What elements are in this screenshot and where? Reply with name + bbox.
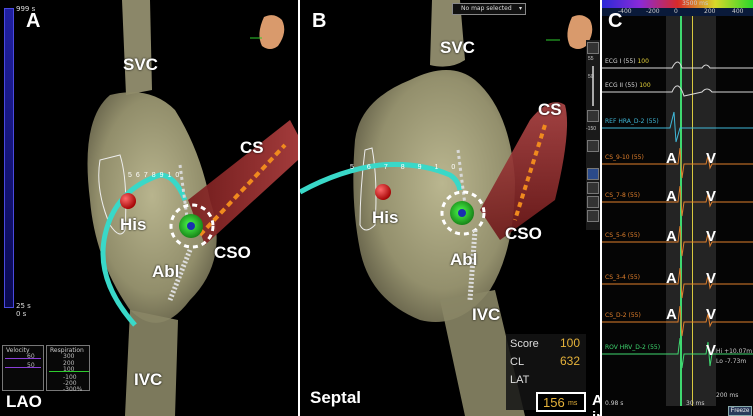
av-window-shade bbox=[666, 16, 716, 406]
label-abl-a: Abl bbox=[152, 262, 180, 281]
toolbar-button-6[interactable] bbox=[587, 196, 599, 208]
label-abl-b: Abl bbox=[450, 250, 478, 269]
label-cso-a: CSO bbox=[214, 243, 251, 262]
anatomy-3d-render-septal bbox=[300, 0, 593, 416]
bottom-time-right: 200 ms bbox=[716, 392, 739, 399]
label-his-a: His bbox=[120, 215, 147, 234]
zoom-slider[interactable] bbox=[592, 66, 594, 106]
marker-a-2: A bbox=[666, 188, 677, 205]
channel-cs-3-4: CS_3-4 (55) bbox=[605, 274, 641, 281]
toolbar-button-2[interactable] bbox=[587, 110, 599, 122]
marker-v-4: V bbox=[706, 270, 717, 287]
label-svc-a: SVC bbox=[123, 55, 158, 74]
toolbar-button-4[interactable] bbox=[587, 168, 599, 180]
timing-cursor-green bbox=[680, 16, 682, 406]
label-his-b: His bbox=[372, 208, 399, 227]
av-interval-label: AV interval bbox=[592, 392, 600, 416]
channel-ref-hra: REF HRA_D-2 (55) bbox=[605, 118, 659, 125]
channel-ecg-i: ECG I (55) 100 bbox=[605, 58, 649, 65]
lat-value: 156 bbox=[543, 395, 565, 410]
time-scale-header: -400 -200 0 200 400 bbox=[602, 8, 753, 16]
bottom-time-mid: 30 ms bbox=[686, 400, 705, 407]
channel-ecg-ii: ECG II (55) 100 bbox=[605, 82, 651, 89]
timing-cursor-yellow bbox=[692, 16, 693, 406]
channel-cs-d-2: CS_D-2 (55) bbox=[605, 312, 641, 319]
divider-ab bbox=[298, 0, 300, 416]
view-label-septal: Septal bbox=[310, 388, 362, 407]
panel-a-lao-view: A 999 s 25 s 0 s SVC CS His Abl CSO IVC … bbox=[0, 0, 298, 416]
catheter-numbers-a: 5678910 bbox=[128, 172, 184, 179]
lat-unit: ms bbox=[568, 400, 578, 407]
label-ivc-b: IVC bbox=[472, 305, 501, 324]
score-value: 100 bbox=[559, 336, 580, 350]
panel-b-septal-view: B No map selected ▾ 55 50 -150 SVC CS Hi… bbox=[300, 0, 600, 416]
scale-top-label: 999 s bbox=[16, 5, 36, 13]
channel-cs-9-10: CS_9-10 (55) bbox=[605, 154, 644, 161]
toolbar-button-7[interactable] bbox=[587, 210, 599, 222]
toolbar-button-1[interactable] bbox=[587, 42, 599, 54]
cl-label: CL bbox=[510, 356, 525, 368]
marker-v-3: V bbox=[706, 228, 717, 245]
lat-label: LAT bbox=[510, 374, 530, 386]
panel-letter-c: C bbox=[608, 10, 623, 32]
scale-mid-label: 25 s bbox=[16, 302, 31, 310]
marker-a-4: A bbox=[666, 270, 677, 287]
cl-value: 632 bbox=[559, 354, 580, 368]
velocity-panel: Velocity 60 50 bbox=[2, 345, 44, 391]
label-cs-a: CS bbox=[240, 138, 264, 157]
panel-c-egm-traces: -400 -200 0 200 400 3500 ms ECG I (55) 1… bbox=[602, 0, 753, 416]
bottom-time-left: 0.98 s bbox=[605, 400, 624, 407]
label-cso-b: CSO bbox=[505, 224, 542, 243]
top-ms-label: 3500 ms bbox=[682, 0, 709, 7]
catheter-numbers-b: 5678910 bbox=[350, 164, 469, 171]
lo-label: Lo -7.73m bbox=[716, 358, 747, 365]
label-cs-b: CS bbox=[538, 100, 562, 119]
marker-v-5: V bbox=[706, 306, 717, 323]
marker-a-1: A bbox=[666, 150, 677, 167]
anatomy-3d-render-lao bbox=[87, 0, 298, 416]
view-label-lao: LAO bbox=[6, 392, 42, 411]
toolbar-button-3[interactable] bbox=[587, 140, 599, 152]
channel-cs-7-8: CS_7-8 (55) bbox=[605, 192, 641, 199]
respiration-panel: Respiration 300 200 100 -100 -200 -300% bbox=[46, 345, 90, 393]
toolbar-button-5[interactable] bbox=[587, 182, 599, 194]
color-scale-strip bbox=[602, 0, 753, 8]
panel-letter-b: B bbox=[312, 10, 327, 32]
marker-v-6: V bbox=[706, 342, 717, 359]
view-toolbar: 55 50 -150 bbox=[586, 40, 600, 230]
label-svc-b: SVC bbox=[440, 38, 475, 57]
marker-a-5: A bbox=[666, 306, 677, 323]
panel-letter-a: A bbox=[26, 10, 41, 32]
divider-bc bbox=[600, 0, 602, 416]
time-scale-bar bbox=[4, 8, 14, 308]
marker-v-2: V bbox=[706, 188, 717, 205]
scale-bottom-label: 0 s bbox=[16, 310, 27, 318]
channel-rov-hrv: ROV HRV_D-2 (55) bbox=[605, 344, 661, 351]
score-label: Score bbox=[510, 338, 539, 350]
freeze-button[interactable]: Freeze bbox=[728, 406, 752, 416]
marker-a-3: A bbox=[666, 228, 677, 245]
egm-waveforms bbox=[602, 61, 753, 369]
hi-label: Hi +10.07m bbox=[716, 348, 753, 355]
lat-highlight-box: 156 ms bbox=[536, 392, 586, 412]
marker-v-1: V bbox=[706, 150, 717, 167]
map-select-dropdown[interactable]: No map selected ▾ bbox=[452, 3, 526, 15]
label-ivc-a: IVC bbox=[134, 370, 163, 389]
chevron-down-icon: ▾ bbox=[518, 5, 522, 12]
channel-cs-5-6: CS_5-6 (55) bbox=[605, 232, 641, 239]
